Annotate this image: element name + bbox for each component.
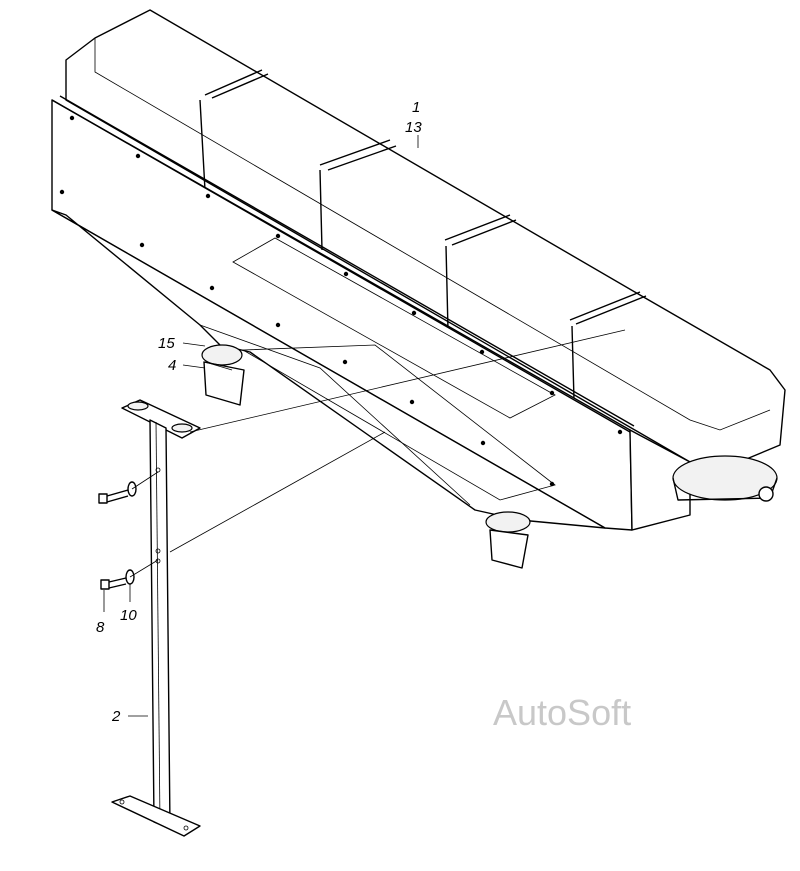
housing-hopper-edge	[199, 324, 471, 506]
housing-lid-segment-1	[199, 69, 269, 191]
housing-lid-segment-3	[444, 214, 517, 331]
outlet-spout-right	[485, 511, 531, 569]
inspection-panel-outline	[232, 237, 556, 419]
callout-13: 13	[405, 119, 422, 136]
inspection-panel-lower	[241, 344, 556, 501]
housing-top-lid	[65, 9, 786, 471]
bolt-8-upper	[98, 481, 137, 504]
callout-15: 15	[158, 335, 175, 352]
rail-bolt-row	[59, 115, 623, 487]
bolt-8-lower	[100, 569, 135, 590]
housing-top-rail	[51, 95, 635, 433]
air-filter-housing	[672, 455, 778, 502]
bracket-foot-plate	[111, 795, 201, 837]
support-bracket	[111, 399, 201, 837]
bracket-upright	[149, 419, 171, 829]
assembly-guide-lines	[129, 329, 626, 578]
callout-2: 2	[111, 708, 121, 725]
watermark-text: AutoSoft	[493, 692, 631, 733]
housing-hopper	[51, 209, 606, 529]
callout-1: 1	[412, 99, 420, 116]
callout-10: 10	[120, 607, 137, 624]
callout-4: 4	[168, 357, 176, 374]
housing-assembly	[51, 9, 786, 569]
outlet-spout-left	[201, 344, 245, 406]
callout-leaders	[103, 135, 419, 717]
housing-lid-segment-2	[319, 139, 397, 251]
housing-lid-segment-4	[569, 291, 647, 401]
housing-end-panel	[629, 429, 691, 531]
housing-front-panel	[51, 99, 633, 531]
callout-8: 8	[96, 619, 105, 636]
housing-lid-ridge	[94, 38, 771, 431]
